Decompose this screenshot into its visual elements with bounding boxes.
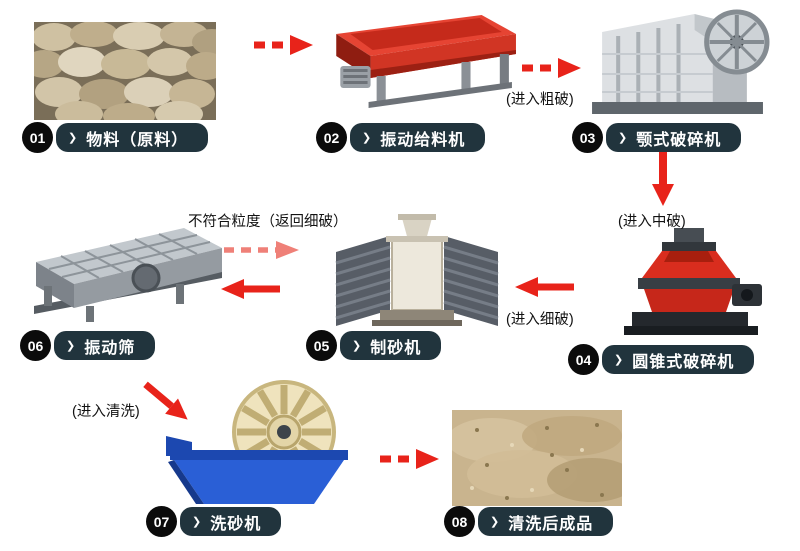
sand-washer-image [166,380,354,508]
chevron-icon: ❯ [352,340,363,352]
arrow-washer-to-product [378,448,440,470]
step-03-text: 颚式破碎机 [636,131,722,149]
chevron-icon: ❯ [362,132,373,144]
chevron-icon: ❯ [490,516,501,528]
step-06-text: 振动筛 [84,339,136,357]
chevron-icon: ❯ [68,132,79,144]
vibrating-screen-image [26,220,234,332]
step-06-label: ❯ 振动筛 [54,331,156,360]
arrow-screen-to-washer [137,375,196,429]
step-05: 05 ❯ 制砂机 [306,330,442,361]
step-02: 02 ❯ 振动给料机 [316,122,486,153]
step-02-number: 02 [316,122,347,153]
step-05-label: ❯ 制砂机 [340,331,442,360]
step-04-number: 04 [568,344,599,375]
chevron-icon: ❯ [618,132,629,144]
step-07-text: 洗砂机 [210,515,262,533]
step-04: 04 ❯ 圆锥式破碎机 [568,344,755,375]
step-03-number: 03 [572,122,603,153]
step-03: 03 ❯ 颚式破碎机 [572,122,742,153]
step-05-number: 05 [306,330,337,361]
step-07-number: 07 [146,506,177,537]
step-02-label: ❯ 振动给料机 [350,123,486,152]
step-07-label: ❯ 洗砂机 [180,507,282,536]
step-06-number: 06 [20,330,51,361]
arrow-sandmaker-to-screen [220,278,282,300]
vibrating-feeder-image [310,10,520,116]
arrow-jaw-to-cone [650,150,676,206]
arrow-cone-to-sandmaker [514,276,576,298]
step-07: 07 ❯ 洗砂机 [146,506,282,537]
step-01: 01 ❯ 物料（原料） [22,122,209,153]
step-08-text: 清洗后成品 [508,515,594,533]
step-01-label: ❯ 物料（原料） [56,123,209,152]
arrow-raw-to-feeder [252,34,314,56]
arrow-recycle-to-sandmaker [222,240,300,260]
step-03-label: ❯ 颚式破碎机 [606,123,742,152]
jaw-crusher-image [584,2,770,118]
annotation-to-wash: (进入清洗) [72,404,140,420]
step-08-number: 08 [444,506,475,537]
raw-material-photo [34,22,216,120]
annotation-to-medium: (进入中破) [618,214,686,230]
chevron-icon: ❯ [192,516,203,528]
chevron-icon: ❯ [66,340,77,352]
step-04-text: 圆锥式破碎机 [632,353,735,371]
step-04-label: ❯ 圆锥式破碎机 [602,345,755,374]
step-01-text: 物料（原料） [86,131,189,149]
annotation-recycle: 不符合粒度（返回细破） [188,214,348,230]
step-01-number: 01 [22,122,53,153]
step-02-text: 振动给料机 [380,131,466,149]
cone-crusher-image [612,226,770,344]
step-05-text: 制砂机 [370,339,422,357]
annotation-to-fine: (进入细破) [506,312,574,328]
chevron-icon: ❯ [614,354,625,366]
arrow-feeder-to-jaw [520,57,582,79]
annotation-to-coarse: (进入粗破) [506,92,574,108]
step-08-label: ❯ 清洗后成品 [478,507,614,536]
step-06: 06 ❯ 振动筛 [20,330,156,361]
step-08: 08 ❯ 清洗后成品 [444,506,614,537]
finished-sand-photo [452,410,622,506]
sand-maker-image [328,210,506,330]
